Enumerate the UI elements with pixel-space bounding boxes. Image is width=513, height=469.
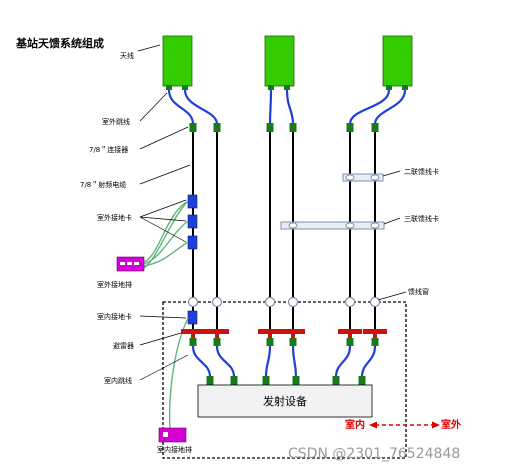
antenna-group — [162, 35, 413, 90]
arrester-connectors — [189, 338, 379, 346]
watermark: CSDN @2301_76524848 — [288, 446, 460, 462]
indoor-room-boundary — [162, 301, 407, 459]
label-outdoor: 室外 — [441, 418, 461, 431]
feeder-window — [187, 296, 381, 308]
feeder-cables — [192, 130, 376, 330]
feeder-connectors — [189, 123, 379, 132]
antenna-2 — [264, 35, 295, 87]
leader-lines — [137, 44, 407, 381]
label-indoor: 室内 — [345, 418, 365, 431]
label-outdoor-jumper: 室外跳线 — [102, 117, 130, 126]
indoor-ground-clip — [187, 310, 198, 325]
diagram-title: 基站天馈系统组成 — [15, 36, 104, 50]
label-feeder: 7/8＂射频电缆 — [80, 180, 126, 189]
label-indoor-jumper: 室内跳线 — [104, 376, 132, 385]
outdoor-ground-clips — [187, 194, 198, 250]
label-feeder-window: 馈线窗 — [408, 287, 429, 296]
label-two-feeder-clamp: 二联馈线卡 — [404, 167, 439, 176]
arresters — [181, 329, 387, 339]
two-feeder-clamp — [342, 173, 384, 182]
equipment-connectors — [206, 376, 366, 385]
label-indoor-ground-clip: 室内接地卡 — [97, 312, 132, 321]
label-indoor-ground-bar: 室内接地排 — [157, 445, 192, 454]
label-outdoor-ground-clip: 室外接地卡 — [97, 213, 132, 222]
outdoor-jumpers — [167, 89, 407, 125]
outdoor-ground-wires — [143, 200, 189, 269]
indoor-outdoor-indicator: 室内 室外 — [345, 418, 461, 431]
three-feeder-clamp — [280, 221, 385, 230]
indoor-ground-bar — [158, 427, 187, 443]
label-connector: 7/8＂连接器 — [89, 145, 128, 154]
label-arrester: 避雷器 — [113, 341, 134, 350]
label-three-feeder-clamp: 三联馈线卡 — [404, 214, 439, 223]
indoor-jumpers — [191, 345, 377, 378]
label-outdoor-ground-bar: 室外接地排 — [97, 280, 132, 289]
equipment-box — [197, 384, 373, 418]
outdoor-ground-bar — [116, 256, 145, 272]
label-antenna: 天线 — [120, 51, 134, 60]
antenna-1 — [162, 35, 193, 87]
antenna-3 — [382, 35, 413, 87]
labels: 天线 室外跳线 7/8＂连接器 7/8＂射频电缆 室外接地卡 室外接地排 室内接… — [80, 51, 439, 454]
indoor-ground-wire — [168, 317, 189, 431]
equipment-label: 发射设备 — [263, 394, 307, 408]
